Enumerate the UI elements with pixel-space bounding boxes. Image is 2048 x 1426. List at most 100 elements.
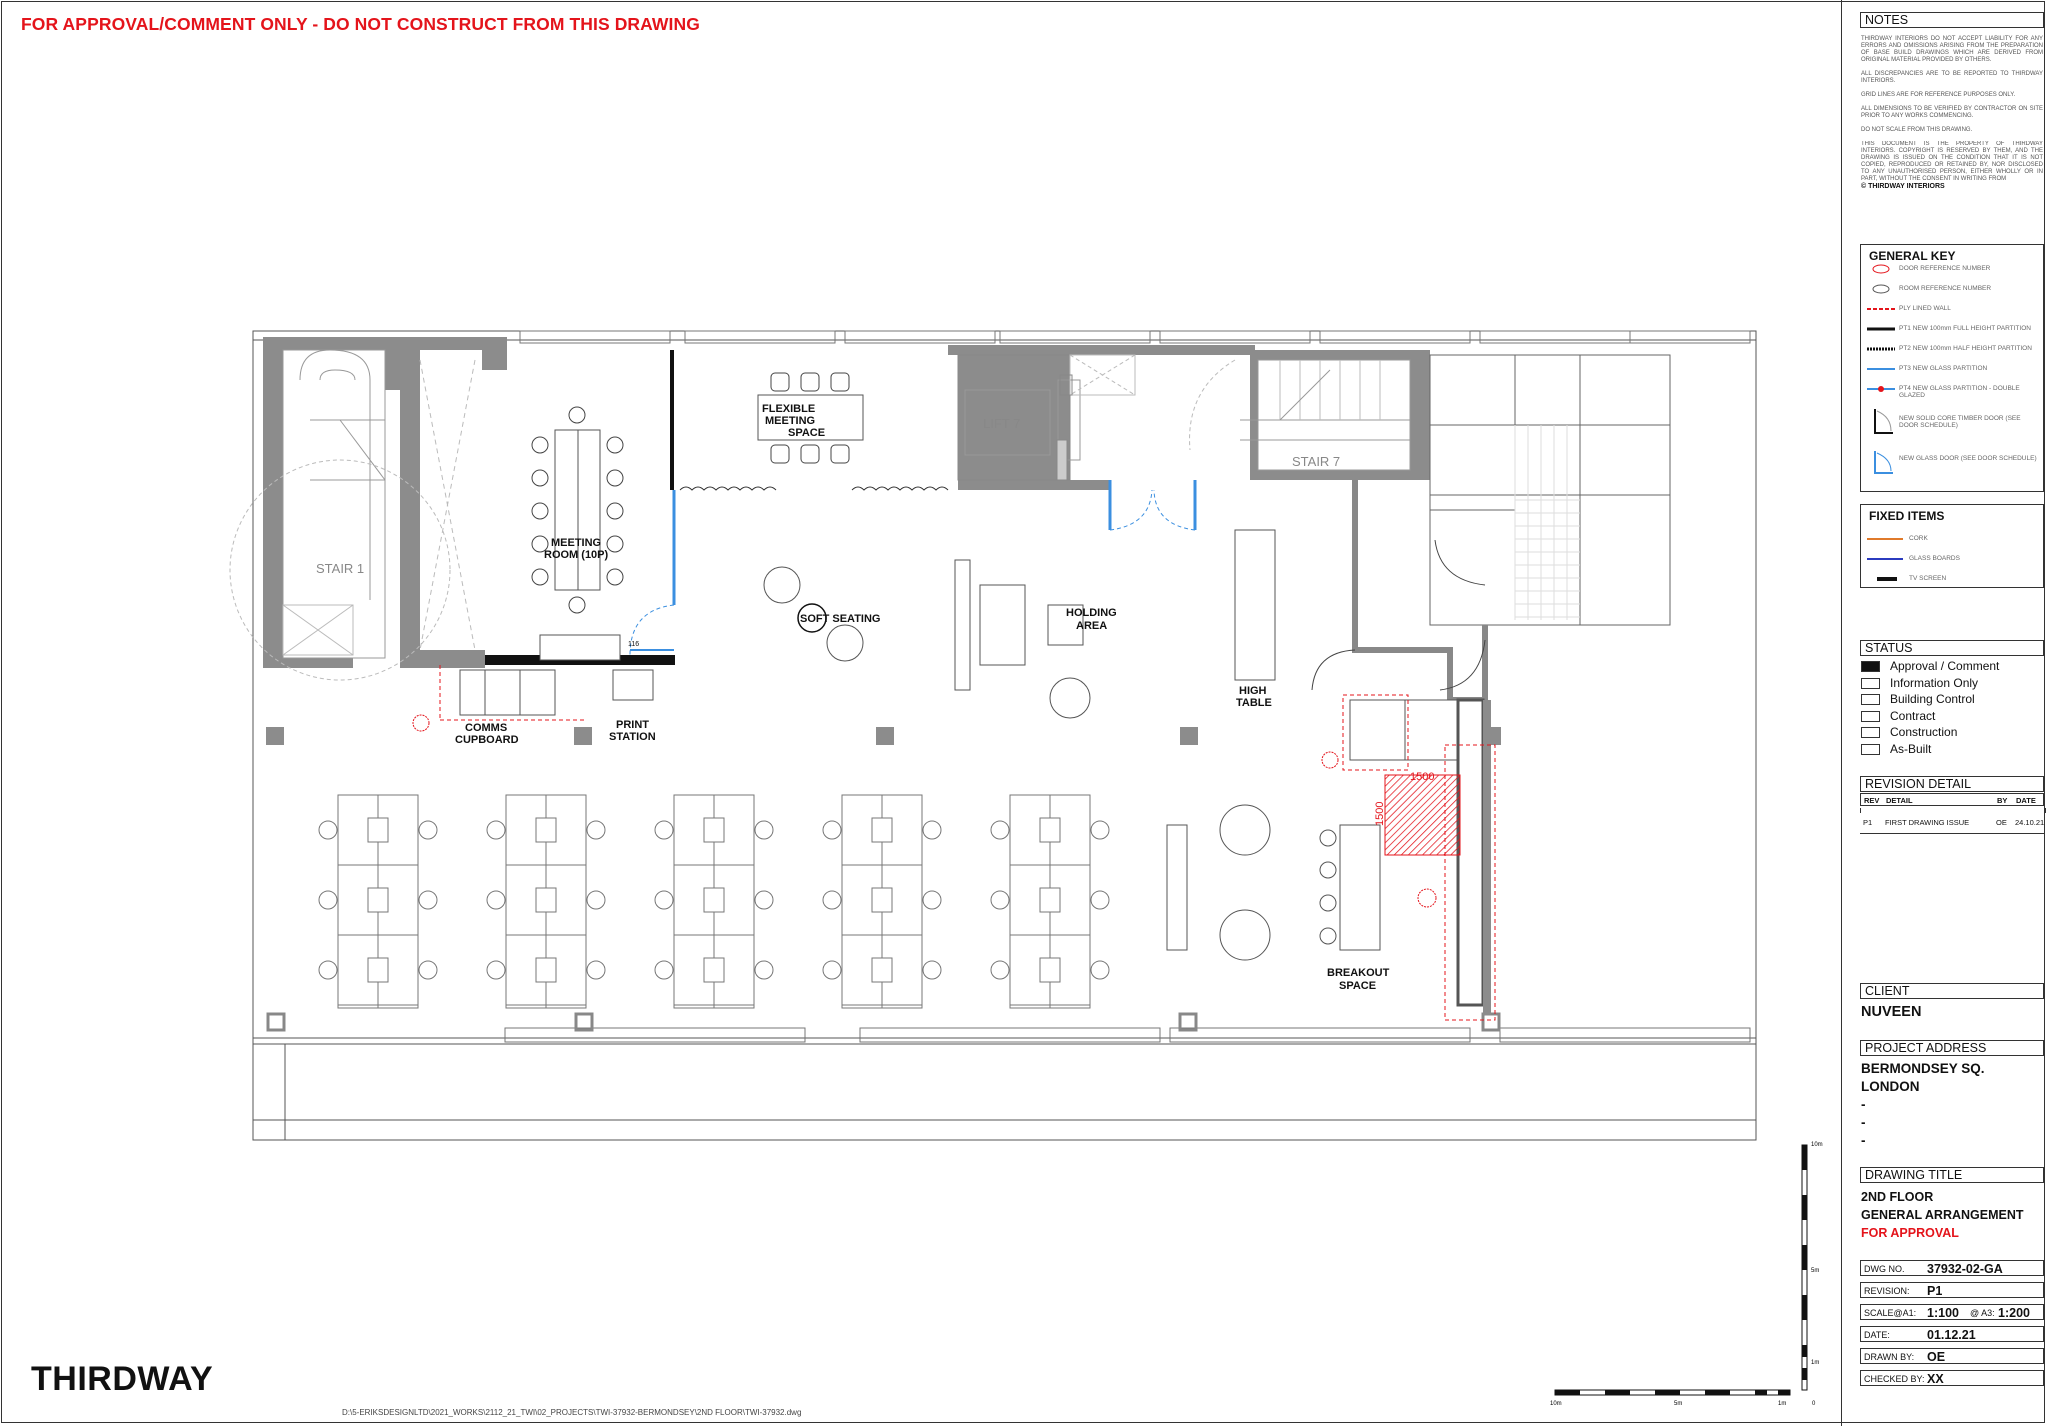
chair	[606, 502, 624, 520]
desk-chair	[1090, 960, 1110, 980]
fixed-item-tv-screen: TV SCREEN	[1909, 575, 1947, 582]
monitor	[871, 957, 893, 983]
holding-area	[954, 559, 1084, 691]
desk-chair	[754, 820, 774, 840]
desk-chair	[990, 960, 1010, 980]
label-holding-2: AREA	[1076, 620, 1107, 632]
status-checkbox-checked	[1861, 661, 1880, 673]
note-6: THIS DOCUMENT IS THE PROPERTY OF THIRDWA…	[1861, 141, 2043, 182]
project-address-line4: -	[1861, 1115, 1866, 1130]
note-1: THIRDWAY INTERIORS DO NOT ACCEPT LIABILI…	[1861, 36, 2043, 63]
desk-chair	[1090, 890, 1110, 910]
key-item: DOOR REFERENCE NUMBER	[1899, 265, 1991, 272]
fixed-items-title: FIXED ITEMS	[1869, 509, 1945, 523]
scale-label-1m: 1m	[1778, 1401, 1786, 1407]
info-scale: SCALE@A1: 1:100 @ A3: 1:200	[1860, 1304, 2044, 1320]
scale-label-0: 0	[1812, 1401, 1816, 1407]
status-label: Information Only	[1890, 675, 1979, 690]
desk-clusters	[318, 794, 1110, 1009]
label-flex-3: SPACE	[788, 427, 825, 439]
date-label: DATE:	[1864, 1330, 1890, 1340]
chair	[568, 406, 586, 424]
breakout-furniture	[1166, 804, 1381, 961]
chair	[606, 568, 624, 586]
label-soft-seating: SOFT SEATING	[800, 613, 880, 625]
status-checkbox	[1861, 694, 1880, 706]
chair	[531, 469, 549, 487]
status-checkbox	[1861, 677, 1880, 689]
monitor	[367, 957, 389, 983]
drawing-title-header: DRAWING TITLE	[1860, 1167, 2044, 1183]
monitor	[703, 817, 725, 843]
project-address-line1: BERMONDSEY SQ.	[1861, 1061, 1985, 1076]
meeting-room-furniture	[554, 429, 601, 591]
status-option: Construction	[1861, 725, 1957, 739]
status-option: Building Control	[1861, 692, 1975, 706]
desk-chair	[318, 960, 338, 980]
high-table	[1234, 529, 1276, 681]
label-print-2: STATION	[609, 731, 656, 743]
project-address-line5: -	[1861, 1133, 1866, 1148]
monitor	[703, 887, 725, 913]
key-item: PLY LINED WALL	[1899, 305, 1951, 312]
chair	[800, 372, 820, 392]
monitor	[871, 887, 893, 913]
scale-label: SCALE@A1:	[1864, 1308, 1917, 1318]
info-checked-by: CHECKED BY:XX	[1860, 1370, 2044, 1386]
label-flex-2: MEETING	[765, 415, 815, 427]
desk-chair	[754, 960, 774, 980]
vscale-label-5m: 5m	[1811, 1268, 1819, 1274]
desk-chair	[586, 820, 606, 840]
soft-seating	[763, 566, 1091, 719]
label-meeting-1: MEETING	[551, 537, 601, 549]
revision-label: REVISION:	[1864, 1286, 1910, 1296]
file-path: D:\5-ERIKSDESIGNLTD\2021_WORKS\2112_21_T…	[342, 1408, 802, 1417]
rev-row-date: 24.10.21	[2015, 818, 2045, 827]
title-block: NOTES THIRDWAY INTERIORS DO NOT ACCEPT L…	[1841, 0, 2048, 1426]
chair	[830, 372, 850, 392]
door-tag: 116	[628, 641, 639, 648]
notes-header: NOTES	[1860, 12, 2044, 28]
chair	[531, 436, 549, 454]
desk-chair	[586, 890, 606, 910]
rev-col-date: DATE	[2016, 796, 2036, 805]
floor-plan: STAIR 1 MEETING ROOM (10P) 116 FLEXIBLE …	[229, 330, 1823, 1407]
label-print-1: PRINT	[616, 719, 649, 731]
scale-a3-value: 1:200	[1998, 1306, 2030, 1320]
status-label: As-Built	[1890, 741, 1932, 756]
fixed-item-cork: CORK	[1909, 535, 1928, 542]
key-item: NEW SOLID CORE TIMBER DOOR (SEE DOOR SCH…	[1899, 415, 2021, 429]
status-checkbox	[1861, 727, 1880, 739]
monitor	[535, 887, 557, 913]
drawn-by-value: OE	[1927, 1350, 1946, 1364]
vscale-label-10m: 10m	[1811, 1142, 1823, 1148]
fixed-items: FIXED ITEMS CORK GLASS BOARDS TV SCREEN	[1860, 504, 2044, 588]
key-item: PT2 NEW 100mm HALF HEIGHT PARTITION	[1899, 345, 2032, 352]
status-label: Building Control	[1890, 692, 1975, 706]
key-symbols	[1867, 264, 1895, 474]
info-date: DATE: 01.12.21	[1860, 1326, 2044, 1342]
rev-row-by: OE	[1996, 818, 2007, 827]
desk-chair	[418, 960, 438, 980]
lift7-core	[948, 345, 1255, 490]
desk-chair	[1090, 820, 1110, 840]
monitor	[535, 957, 557, 983]
desk-chair	[654, 890, 674, 910]
chair	[531, 535, 549, 553]
chair	[770, 444, 790, 464]
label-flex-1: FLEXIBLE	[762, 403, 815, 415]
date-value: 01.12.21	[1927, 1328, 1976, 1342]
checked-by-value: XX	[1927, 1372, 1944, 1386]
dwg-no-value: 37932-02-GA	[1927, 1262, 2003, 1276]
label-meeting-2: ROOM (10P)	[544, 549, 609, 561]
chair	[800, 444, 820, 464]
desk-chair	[822, 960, 842, 980]
monitor	[367, 887, 389, 913]
dimension-vertical: 1500	[1374, 802, 1386, 826]
chair	[531, 568, 549, 586]
scale-label-5m: 5m	[1674, 1401, 1682, 1407]
rev-col-rev: REV	[1864, 796, 1880, 805]
client-name: NUVEEN	[1861, 1004, 1922, 1020]
monitor	[1039, 957, 1061, 983]
